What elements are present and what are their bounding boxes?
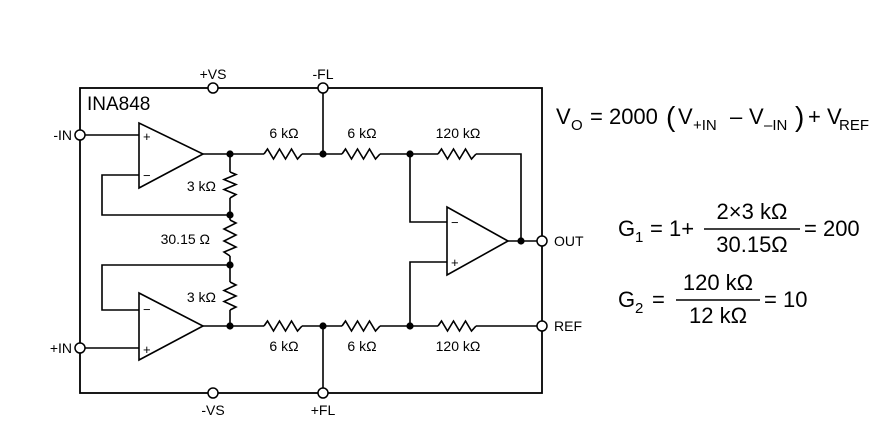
label-r-gain: 30.15 Ω [161, 231, 210, 247]
label-ref: REF [554, 318, 582, 334]
equation-vo: V O = 2000 ( V +IN – V –IN ) + V REF [556, 101, 869, 134]
amp2-minus-sign: − [143, 302, 151, 317]
label-r-bot-3: 120 kΩ [436, 338, 481, 354]
label-in-neg: -IN [53, 127, 72, 143]
input-amp-1: + − [138, 121, 205, 190]
g2-result: = 10 [764, 287, 807, 312]
label-in-pos: +IN [50, 340, 72, 356]
label-r-fb-top: 3 kΩ [187, 178, 216, 194]
resistor-gain [222, 219, 238, 257]
g2-lhs: G [618, 287, 635, 312]
vo-plus-vref: + V [808, 104, 842, 129]
amp1-plus-sign: + [143, 129, 151, 144]
diffamp-minus-sign: − [451, 215, 459, 230]
vo-term2-sub: –IN [764, 117, 787, 134]
g2-lhs-sub: 2 [635, 300, 643, 317]
resistor-top-2 [341, 147, 381, 161]
g1-prefix: = 1+ [650, 216, 694, 241]
pin-vs-pos [207, 82, 219, 94]
label-r-top-2: 6 kΩ [347, 125, 376, 141]
vo-term1: V [678, 104, 693, 129]
label-out: OUT [554, 233, 584, 249]
label-vs-pos: +VS [200, 66, 227, 82]
difference-amp: − + [446, 205, 510, 277]
g2-numerator: 120 kΩ [683, 270, 753, 295]
equation-g1: G 1 = 1+ 2×3 kΩ 30.15Ω = 200 [618, 199, 860, 257]
label-r-top-3: 120 kΩ [436, 125, 481, 141]
vo-lhs-sub: O [571, 117, 583, 134]
resistor-top-3 [437, 147, 477, 161]
device-name: INA848 [87, 94, 150, 115]
input-amp-2: − + [138, 291, 205, 362]
label-r-bot-1: 6 kΩ [269, 338, 298, 354]
vo-term1-sub: +IN [693, 117, 717, 134]
amp2-plus-sign: + [143, 342, 151, 357]
vo-lhs: V [556, 104, 571, 129]
pin-in-neg [74, 129, 86, 141]
pin-ref [536, 320, 548, 332]
vo-gain: = 2000 [590, 104, 658, 129]
label-r-fb-bot: 3 kΩ [187, 289, 216, 305]
vo-vref-sub: REF [839, 117, 869, 134]
amp1-minus-sign: − [143, 168, 151, 183]
label-r-top-1: 6 kΩ [269, 125, 298, 141]
g1-result: = 200 [804, 216, 860, 241]
resistor-bot-3 [437, 319, 477, 333]
vo-minus: – [730, 104, 743, 129]
g1-denominator: 30.15Ω [716, 232, 788, 257]
label-fl-pos: +FL [311, 402, 336, 418]
equation-g2: G 2 = 120 kΩ 12 kΩ = 10 [618, 270, 807, 328]
vo-lparen: ( [666, 101, 676, 132]
g2-prefix: = [652, 287, 665, 312]
pin-fl-pos [317, 387, 329, 399]
g1-lhs: G [618, 216, 635, 241]
vo-rparen: ) [795, 101, 804, 132]
pin-fl-neg [317, 82, 329, 94]
junction-dots [226, 150, 525, 330]
diffamp-plus-sign: + [451, 255, 459, 270]
g1-lhs-sub: 1 [635, 229, 643, 246]
vo-term2: V [749, 104, 764, 129]
label-vs-neg: -VS [201, 402, 224, 418]
g2-denominator: 12 kΩ [689, 303, 747, 328]
label-fl-neg: -FL [313, 66, 334, 82]
resistor-fb-top [221, 171, 239, 199]
pin-in-pos [74, 342, 86, 354]
pin-vs-neg [207, 387, 219, 399]
resistor-fb-bot [222, 281, 238, 311]
resistor-top-1 [263, 147, 303, 161]
label-r-bot-2: 6 kΩ [347, 338, 376, 354]
pin-out [536, 235, 548, 247]
resistor-bot-2 [341, 319, 381, 333]
resistor-bot-1 [263, 319, 303, 333]
g1-numerator: 2×3 kΩ [717, 199, 788, 224]
